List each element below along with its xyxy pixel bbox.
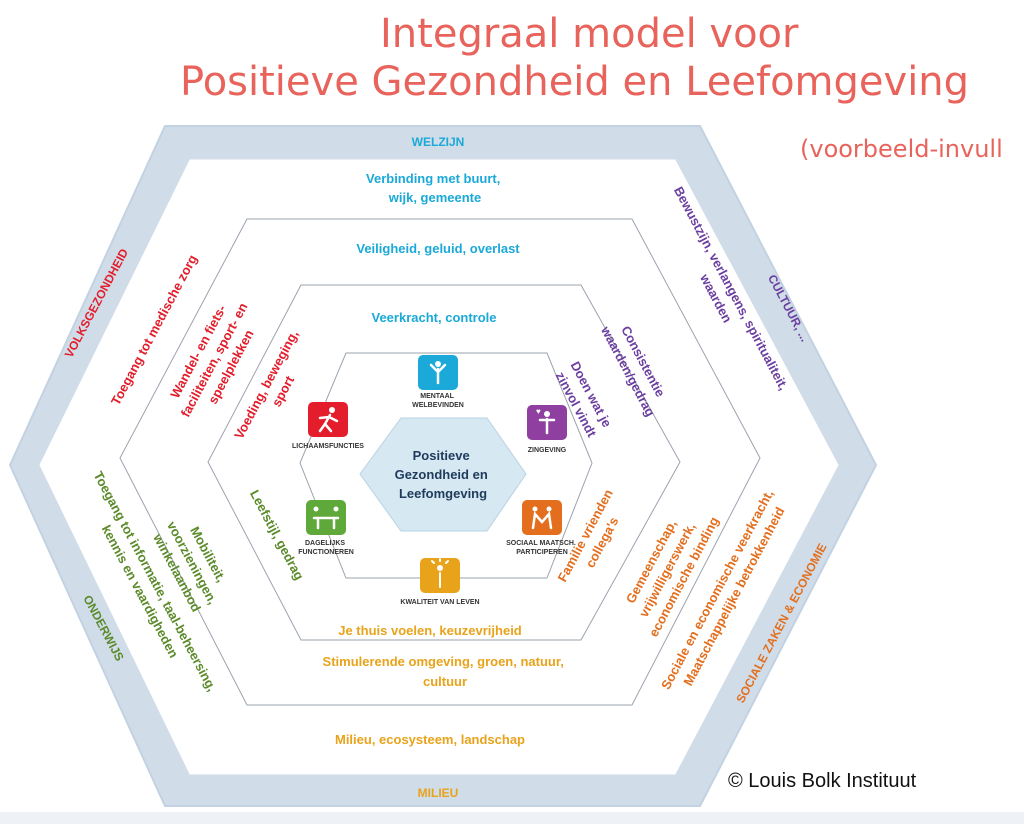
ring3-top-text: Verbinding met buurt, wijk, gemeente <box>366 171 504 205</box>
svg-text:LICHAAMSFUNCTIES: LICHAAMSFUNCTIES <box>292 443 364 450</box>
svg-text:DAGELIJKS FUNCTIONEREN: DAGELIJKS FUNCTIONEREN <box>298 540 354 556</box>
ring-1-hexagon <box>207 284 681 641</box>
dimension-dagelijks-functioneren: DAGELIJKS FUNCTIONEREN <box>298 500 354 556</box>
outer-label-welzijn: WELZIJN <box>412 135 465 149</box>
ring2-top-text: Veiligheid, geluid, overlast <box>356 241 520 256</box>
svg-text:KWALITEIT VAN LEVEN: KWALITEIT VAN LEVEN <box>400 599 479 606</box>
copyright-notice: © Louis Bolk Instituut <box>728 770 917 792</box>
svg-text:♥: ♥ <box>536 407 541 416</box>
bottom-strip <box>0 812 1024 824</box>
center-hexagon <box>359 417 527 532</box>
ring1-top-text: Veerkracht, controle <box>372 310 497 325</box>
dimension-sociaal-maatsch-participeren: SOCIAAL MAATSCH. PARTICIPEREN <box>506 500 578 556</box>
title-line-1: Integraal model voor <box>380 11 799 57</box>
people-connected-icon <box>522 500 562 535</box>
ring1-bottom-text: Je thuis voelen, keuzevrijheid <box>338 623 522 638</box>
dimension-zingeving: ♥ ZINGEVING <box>527 405 567 454</box>
ring2-bottom-text: Stimulerende omgeving, groen, natuur, cu… <box>323 654 568 689</box>
svg-text:SOCIAAL MAATSCH. PARTICI: SOCIAAL MAATSCH. PARTICIPEREN <box>506 540 578 556</box>
svg-text:ZINGEVING: ZINGEVING <box>528 447 567 454</box>
subtitle: (voorbeeld-invull <box>800 135 1003 163</box>
dimension-kwaliteit-van-leven: KWALITEIT VAN LEVEN <box>400 558 480 606</box>
ring3-bottom-text: Milieu, ecosysteem, landschap <box>335 732 525 747</box>
dimension-lichaamsfuncties: LICHAAMSFUNCTIES <box>292 402 364 450</box>
svg-text:MENTAAL WELBEVINDEN: MENTAAL WELBEVINDEN <box>412 393 464 409</box>
icon-hexagon <box>299 352 593 579</box>
title-line-2: Positieve Gezondheid en Leefomgeving <box>180 59 970 105</box>
center-label: Positieve Gezondheid en Leefomgeving <box>395 448 492 501</box>
ring-2-hexagon <box>119 218 761 706</box>
dimension-mentaal-welbevinden: MENTAAL WELBEVINDEN <box>412 355 464 409</box>
outer-label-milieu: MILIEU <box>418 786 459 800</box>
